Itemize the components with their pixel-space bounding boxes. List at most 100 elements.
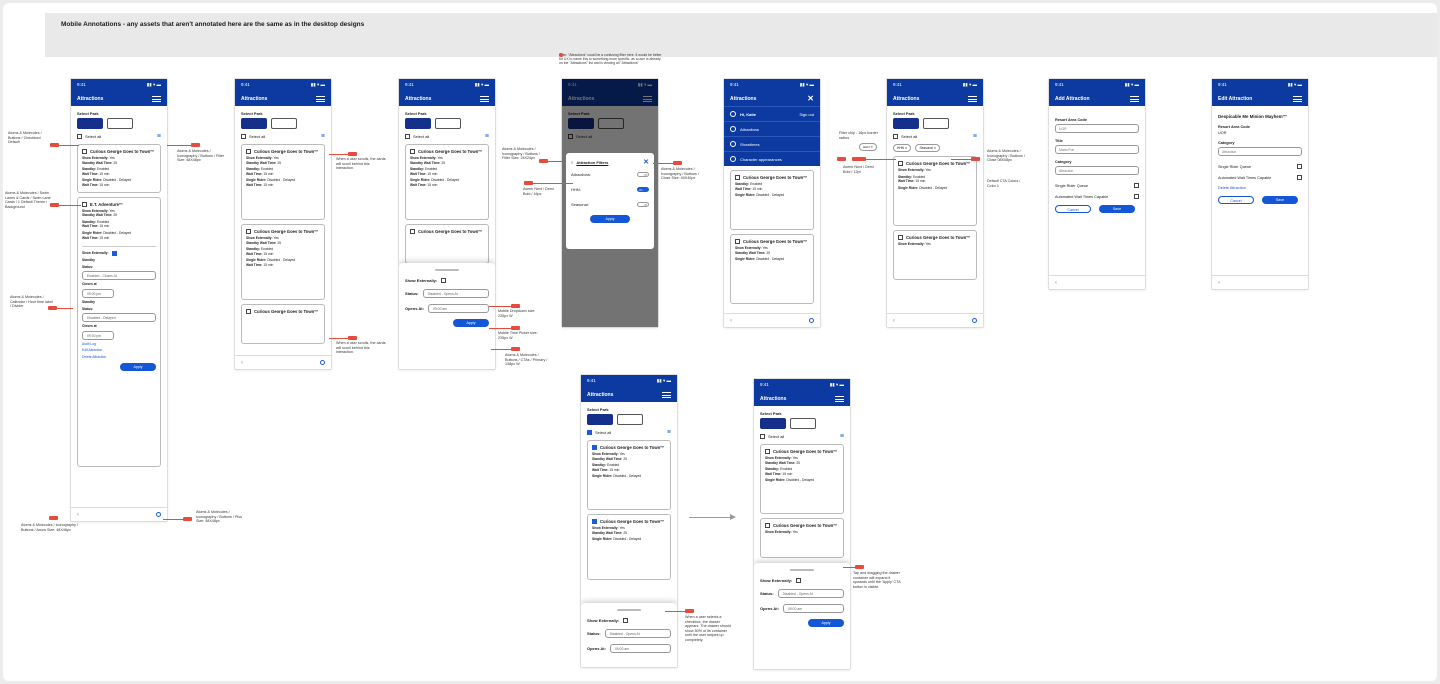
apply-button[interactable]: Apply [808,618,844,627]
opens-at-picker[interactable]: 09:00 am [427,303,489,313]
save-button[interactable]: Save [1262,196,1298,204]
sign-out-link[interactable]: Sign out [799,111,814,117]
close-icon[interactable]: ✕ [643,159,649,166]
card-checkbox[interactable] [246,229,251,234]
show-externally-checkbox[interactable] [441,277,447,283]
plus-icon[interactable] [156,512,161,517]
card-checkbox[interactable] [735,239,740,244]
select-all-checkbox[interactable] [760,434,765,439]
attraction-card[interactable]: Curious George Goes to Town™ Show Extern… [241,144,325,220]
plus-icon[interactable] [320,360,325,365]
apply-button[interactable]: Apply [590,215,630,223]
opens-at-picker[interactable]: 09:00 am [782,603,844,613]
menu-icon[interactable] [1130,95,1139,102]
show-externally-checkbox[interactable] [796,577,802,583]
card-checkbox[interactable] [898,235,903,240]
status-dropdown[interactable]: Disabled - Opens At [422,288,489,298]
attraction-card[interactable]: Curious George Goes to Town™ Standby: En… [730,170,814,230]
park-button-1[interactable] [405,118,431,129]
menu-icon[interactable] [835,395,844,402]
filter-row-hhn[interactable]: HHN:On [571,187,649,192]
menu-icon[interactable] [480,95,489,102]
menu-icon[interactable] [1293,95,1302,102]
select-all-checkbox[interactable] [893,134,898,139]
attraction-card[interactable]: Curious George Goes to Town™ Show Extern… [893,230,977,280]
status-dropdown[interactable]: Disabled - Opens At [604,628,671,638]
card-checkbox[interactable] [410,229,415,234]
back-arrow-icon[interactable]: ‹ [241,359,243,366]
automated-checkbox[interactable] [1297,175,1302,180]
bottom-drawer[interactable]: Show Externally: Status:Disabled - Opens… [754,563,850,669]
title-input[interactable]: Mario Fun [1055,145,1139,154]
closes-at-picker[interactable]: 09:00 pm [82,288,114,298]
attraction-card-selected[interactable]: Curious George Goes to Town™ Show Extern… [587,514,671,580]
bottom-drawer[interactable]: Show Externally: Status:Disabled - Opens… [399,263,495,369]
apply-button[interactable]: Apply [120,363,156,372]
cancel-button[interactable]: Cancel [1218,196,1254,204]
filter-row-attractions[interactable]: Attractions:Off [571,172,649,177]
single-rider-checkbox[interactable] [1134,183,1139,188]
menu-icon[interactable] [316,95,325,102]
back-arrow-icon[interactable]: ‹ [1055,279,1057,286]
park-button-2[interactable] [923,118,949,129]
card-checkbox[interactable] [898,161,903,166]
filter-icon[interactable]: ≡ [839,433,844,440]
park-button-1[interactable] [241,118,267,129]
card-checkbox[interactable] [82,201,87,207]
attraction-card[interactable]: Curious George Goes to Town™ Show Extern… [77,144,161,193]
filter-icon[interactable]: ≡ [666,429,671,436]
attraction-card[interactable]: Curious George Goes to Town™ [241,304,325,344]
menu-icon[interactable] [152,95,161,102]
park-button-1[interactable] [893,118,919,129]
drawer-handle[interactable] [435,269,459,271]
card-checkbox[interactable] [765,523,770,528]
plus-icon[interactable] [972,318,977,323]
card-checkbox[interactable] [765,449,770,454]
attraction-card[interactable]: Curious George Goes to Town™ Show Extern… [760,518,844,558]
apply-button[interactable]: Apply [453,318,489,327]
delete-attraction-link[interactable]: Delete Attraction [82,354,107,359]
bottom-drawer[interactable]: Show Externally: Status:Disabled - Opens… [581,603,677,667]
status-dropdown[interactable]: Enabled - Closes At [82,271,156,281]
closes-at-picker-2[interactable]: 09:00 pm [82,330,114,340]
attraction-card[interactable]: Curious George Goes to Town™ Show Extern… [241,224,325,300]
card-checkbox[interactable] [735,175,740,180]
filter-chip-seasonal[interactable]: Seasonal ✕ [915,144,941,152]
select-all-checkbox[interactable] [241,134,246,139]
menu-icon[interactable] [968,95,977,102]
status-dropdown[interactable]: Disabled - Opens At [777,588,844,598]
back-arrow-icon[interactable]: ‹ [893,317,895,324]
card-checkbox[interactable] [246,309,251,314]
select-all-checkbox[interactable] [77,134,82,139]
category-select[interactable]: Attraction [1218,147,1302,156]
edit-attraction-link[interactable]: Edit Attraction [82,348,103,353]
select-all-checkbox[interactable] [405,134,410,139]
attraction-card[interactable]: Curious George Goes to Town™ Show Extern… [893,156,977,226]
filter-icon[interactable]: ≡ [156,133,161,140]
card-checkbox[interactable] [410,149,415,154]
park-button-1[interactable] [760,418,786,429]
automated-checkbox[interactable] [1134,194,1139,199]
attraction-card[interactable]: Curious George Goes to Town™ Show Extern… [405,144,489,220]
back-arrow-icon[interactable]: ‹ [77,511,79,518]
show-externally-checkbox[interactable] [623,617,629,623]
delete-attraction-link[interactable]: Delete Attraction [1218,186,1246,190]
status-dropdown-2[interactable]: Disabled - Delayed [82,313,156,323]
plus-icon[interactable] [809,318,814,323]
filter-chip-hhn[interactable]: HHN ✕ [893,144,912,152]
menu-item-attractions[interactable]: Attractions [724,121,820,136]
close-icon[interactable]: ✕ [807,94,814,103]
drawer-handle[interactable] [617,609,641,611]
single-rider-checkbox[interactable] [1297,164,1302,169]
park-button-2[interactable] [271,118,297,129]
attraction-card[interactable]: Curious George Goes to Town™ Show Extern… [730,234,814,304]
park-button-2[interactable] [790,418,816,429]
park-button-2[interactable] [617,414,643,425]
show-externally-checkbox[interactable] [111,251,117,257]
attraction-card[interactable]: Curious George Goes to Town™ [405,224,489,264]
park-button-2[interactable] [435,118,461,129]
cancel-button[interactable]: Cancel [1055,205,1091,213]
park-button-2[interactable] [107,118,133,129]
back-arrow-icon[interactable]: ‹ [730,317,732,324]
